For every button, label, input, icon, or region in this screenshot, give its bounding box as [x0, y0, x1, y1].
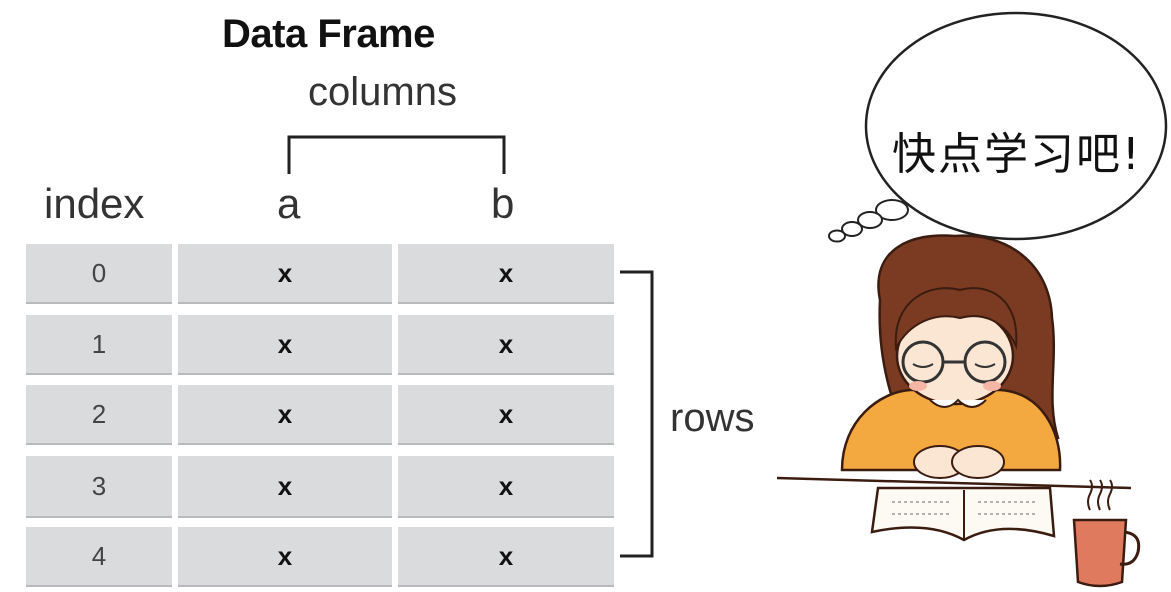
- value-cell: x: [398, 527, 614, 587]
- thought-dot: [857, 211, 883, 229]
- value-cell: x: [398, 244, 614, 304]
- speech-bubble: [864, 11, 1168, 241]
- rows-bracket: [620, 270, 654, 558]
- value-cell: x: [398, 315, 614, 375]
- diagram-title: Data Frame: [222, 12, 435, 56]
- index-cell: 3: [26, 456, 172, 518]
- value-cell: x: [178, 385, 392, 445]
- thought-dot: [875, 199, 909, 221]
- value-cell: x: [178, 244, 392, 304]
- index-cell: 1: [26, 315, 172, 375]
- column-header-a: a: [277, 180, 301, 227]
- value-cell: x: [178, 456, 392, 518]
- girl-reading-book-icon: [776, 234, 1141, 588]
- value-cell: x: [178, 527, 392, 587]
- columns-label: columns: [308, 70, 457, 114]
- value-cell: x: [178, 315, 392, 375]
- columns-bracket: [287, 135, 506, 174]
- index-header: index: [44, 180, 145, 227]
- thought-dot: [828, 229, 846, 243]
- index-cell: 4: [26, 527, 172, 587]
- speech-bubble-text: 快点学习吧!: [892, 129, 1142, 180]
- thought-dot: [841, 221, 863, 237]
- value-cell: x: [398, 385, 614, 445]
- rows-label: rows: [670, 396, 755, 440]
- column-header-b: b: [491, 180, 515, 227]
- index-cell: 2: [26, 385, 172, 445]
- index-cell: 0: [26, 244, 172, 304]
- value-cell: x: [398, 456, 614, 518]
